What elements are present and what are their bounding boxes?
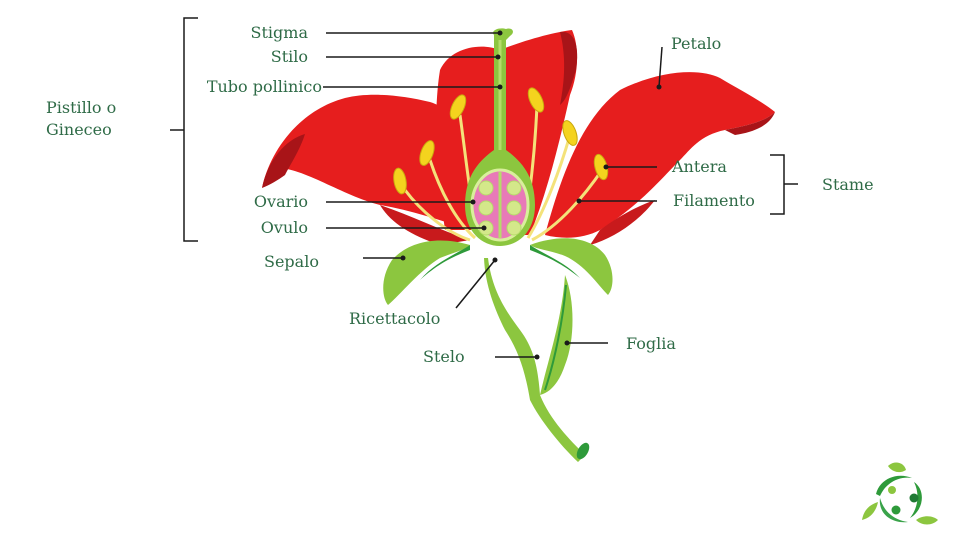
label-ovary: Ovario [253,192,308,211]
label-filament: Filamento [673,191,755,210]
label-receptacle: Ricettacolo [349,309,441,328]
group-label-pistil-line1: Pistillo o [46,98,117,117]
label-sepal: Sepalo [264,252,319,271]
petal-lower-right [590,200,655,245]
leader-lines [170,17,798,358]
label-pollen-tube: Tubo pollinico [206,77,322,96]
petal-left [262,94,472,230]
label-anther: Antera [672,157,727,176]
ovules [478,180,522,236]
label-leaf: Foglia [626,334,676,353]
label-stem: Stelo [423,347,465,366]
label-style: Stilo [270,47,308,66]
label-petal: Petalo [671,34,722,53]
leaf [540,275,573,395]
petal-lower-left [380,205,470,245]
stem [484,258,585,462]
petal-right [545,72,775,238]
group-label-pistil: Pistillo o Gineceo [46,97,116,141]
group-label-stamen: Stame [822,175,874,194]
leaf-circle-logo-icon [858,458,940,530]
group-label-pistil-line2: Gineceo [46,120,112,139]
label-ovule: Ovulo [260,218,308,237]
stem-cut [576,442,590,460]
label-stigma: Stigma [250,23,308,42]
anthers [393,87,609,195]
